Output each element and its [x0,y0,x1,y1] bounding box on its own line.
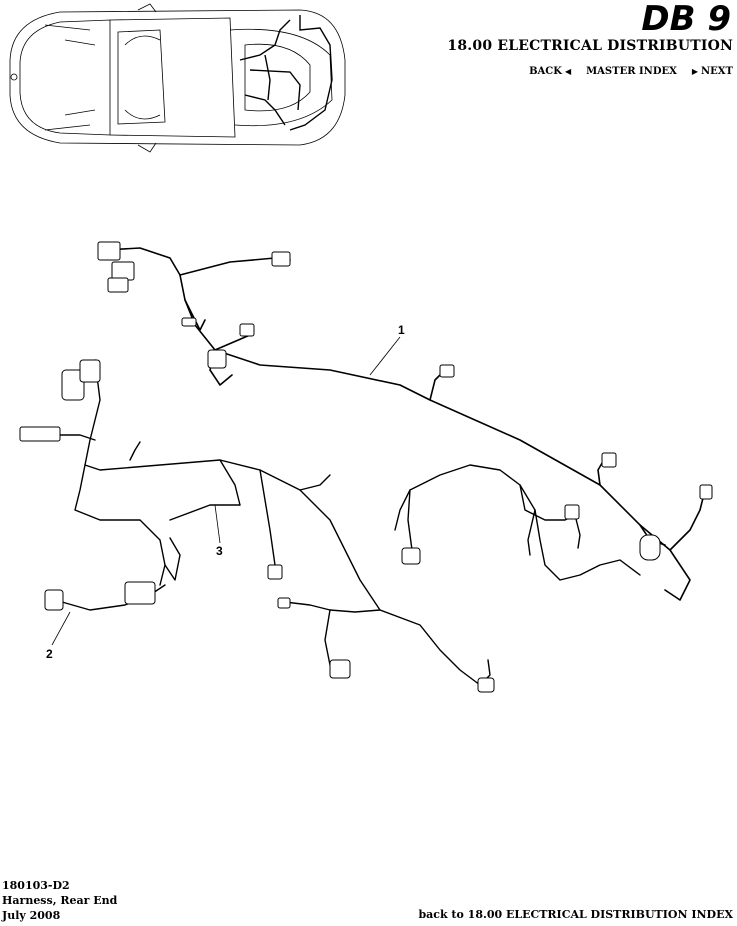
connector-plug-left [19,426,61,442]
db9-logo: DB 9 [641,0,731,39]
part-name: Harness, Rear End [2,894,118,907]
connector-far-right [699,484,713,500]
connector-lower-branch [277,597,291,609]
connectors [19,241,713,693]
next-arrow-icon[interactable]: ▶ [691,66,699,76]
connector-top-right [271,251,291,267]
connector-harness1-mid [439,364,455,378]
connector-harness1-right [601,452,617,468]
connector-loop-left [401,547,421,565]
connector-left-2 [79,359,101,383]
callout-leaders [51,336,401,646]
nav-bar: BACK◀ MASTER INDEX ▶NEXT [529,66,733,77]
part-info: 180103-D2 Harness, Rear End July 2008 [2,878,117,923]
connector-harness2 [44,589,64,611]
connector-mid [239,323,255,337]
callout-1: 1 [398,323,405,337]
harness-3 [59,359,491,686]
part-number: 180103-D2 [2,879,70,892]
connector-large-left [61,369,85,401]
connector-loop-mid [564,504,580,520]
callout-3: 3 [216,544,223,558]
next-link[interactable]: NEXT [701,66,733,77]
back-arrow-icon[interactable]: ◀ [564,66,572,76]
rear-end-harness-diagram [19,241,713,693]
callout-2: 2 [46,647,53,661]
section-title: 18.00 ELECTRICAL DISTRIBUTION [447,38,733,54]
part-date: July 2008 [2,909,61,922]
connector-bottom-right [477,677,495,693]
harness-loop-right [394,464,641,581]
master-index-link[interactable]: MASTER INDEX [586,66,677,77]
back-to-index-link[interactable]: back to 18.00 ELECTRICAL DISTRIBUTION IN… [418,908,733,921]
logo-text: DB 9 [641,0,731,39]
connector-grommet [639,534,661,561]
connector-bottom [329,659,351,679]
connector-round-mid [207,349,227,369]
connector-block-top-3 [107,277,129,293]
car-overview-illustration [9,3,346,153]
connector-stub [181,317,197,327]
harness-1 [104,247,706,601]
back-link[interactable]: BACK [529,66,562,77]
connector-cluster-lower [124,581,156,605]
connector-block-top [97,241,121,261]
connector-lower-mid [267,564,283,580]
connector-block-top-2 [111,261,135,281]
